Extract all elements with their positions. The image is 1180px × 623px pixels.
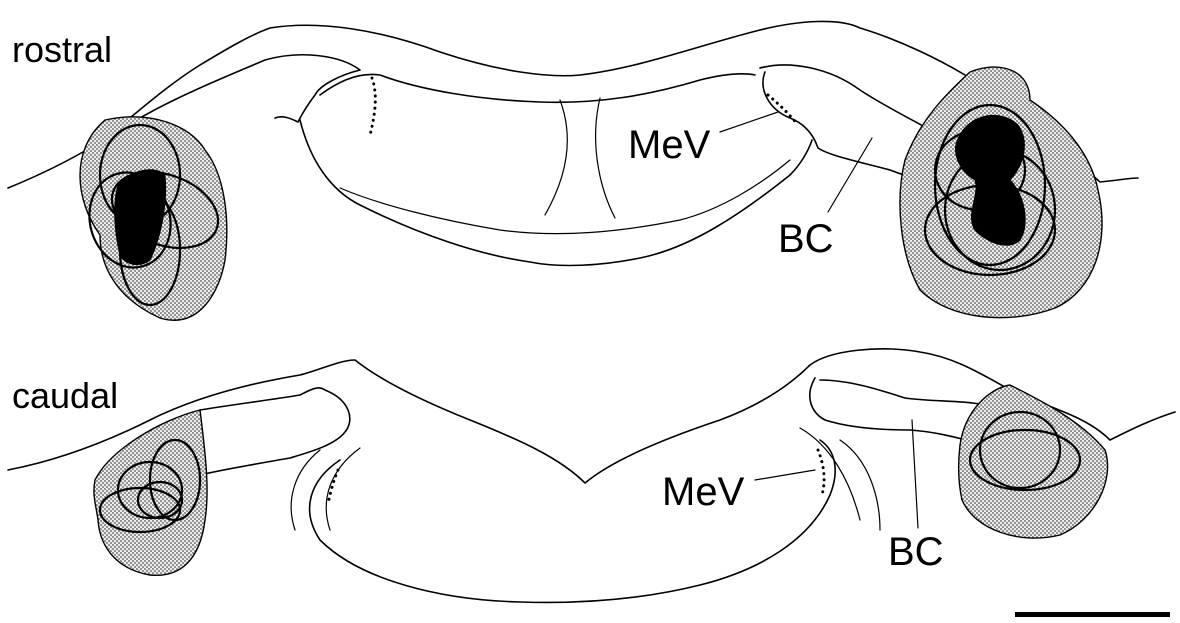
caudal-right-injection-sites bbox=[959, 385, 1108, 538]
caudal-right-lobe-top bbox=[820, 380, 985, 405]
caudal-bc-pointer bbox=[912, 420, 918, 528]
rostral-ventricle-floor bbox=[320, 74, 755, 102]
caudal-section: caudal MeV BC bbox=[8, 349, 1175, 603]
rostral-midline-right bbox=[596, 98, 615, 218]
rostral-left-injection-sites bbox=[79, 117, 229, 320]
rostral-bc-pointer bbox=[828, 138, 872, 212]
rostral-section: rostral MeV BC bbox=[8, 21, 1138, 320]
caudal-left-injection-sites bbox=[94, 410, 207, 575]
caudal-ventral-lateral-right bbox=[840, 440, 880, 530]
rostral-midline-left bbox=[545, 100, 567, 215]
caudal-mev-pointer bbox=[755, 470, 815, 480]
rostral-mev-dots-left bbox=[370, 78, 375, 135]
caudal-mev-dots-right bbox=[818, 450, 824, 495]
rostral-mev-label: MeV bbox=[628, 123, 711, 167]
caudal-ventral-inner-left bbox=[326, 448, 360, 530]
caudal-right-lobe bbox=[810, 378, 985, 445]
rostral-mev-dots-right bbox=[768, 95, 798, 125]
scale-bar bbox=[1015, 612, 1170, 617]
caudal-ventral-outline bbox=[310, 440, 836, 602]
rostral-label: rostral bbox=[12, 29, 112, 70]
caudal-ventral-inner-right bbox=[800, 428, 860, 520]
rostral-right-injection-sites bbox=[900, 67, 1102, 318]
caudal-mev-label: MeV bbox=[662, 470, 745, 514]
caudal-ventral-lateral-left bbox=[291, 450, 320, 530]
rostral-bc-label: BC bbox=[778, 217, 834, 261]
caudal-bc-label: BC bbox=[888, 530, 944, 574]
caudal-label: caudal bbox=[12, 375, 118, 416]
rostral-inner-dorsal-line bbox=[140, 55, 360, 122]
rostral-mev-pointer bbox=[720, 112, 778, 132]
caudal-left-lobe bbox=[200, 388, 350, 475]
